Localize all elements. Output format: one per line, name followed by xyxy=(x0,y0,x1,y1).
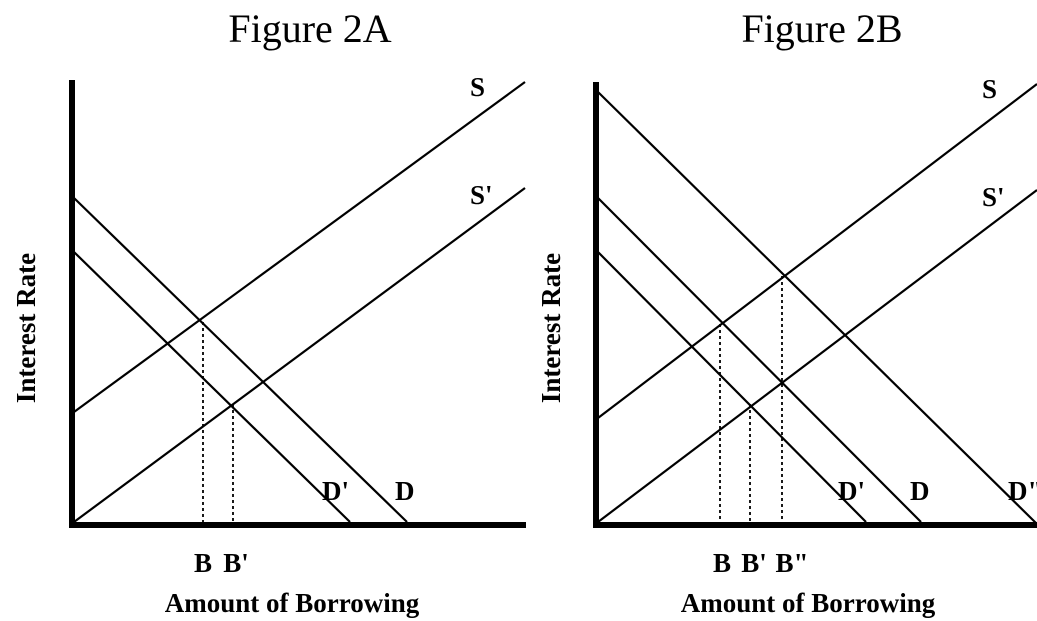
figure-2b-supply-line xyxy=(597,83,1037,419)
figure-2b-tick-b: B xyxy=(713,548,731,578)
figure-2b-tick-b-double-prime: B" xyxy=(776,548,809,578)
figure-2b-label-s-prime: S' xyxy=(982,182,1005,212)
figure-2a-tick-b: B xyxy=(194,548,212,578)
figure-2b-demand-shifted-line xyxy=(597,251,867,523)
figure-2a-demand-line xyxy=(73,197,408,523)
figure-2a-label-s-prime: S' xyxy=(470,180,493,210)
figure-2a-tick-b-prime: B' xyxy=(223,548,249,578)
figure-2b-x-axis-title: Amount of Borrowing xyxy=(681,588,936,618)
figure-2b-demand-shifted-2-line xyxy=(597,91,1037,525)
figure-2b-title: Figure 2B xyxy=(741,6,902,51)
figure-2a-supply-line xyxy=(73,81,526,413)
figure-2b-label-d-double-prime: D" xyxy=(1008,476,1037,506)
figure-2a: Figure 2A S S' D' D B B' Amount of Borro… xyxy=(11,6,526,618)
figure-2a-y-axis-title: Interest Rate xyxy=(11,253,41,403)
figure-2b-label-d-prime: D' xyxy=(838,476,865,506)
figure-2a-label-d: D xyxy=(395,476,415,506)
figure-2b-y-axis-title: Interest Rate xyxy=(536,253,566,403)
figure-2b-tick-b-prime: B' xyxy=(741,548,767,578)
figure-2b-label-d: D xyxy=(910,476,930,506)
figure-2b-demand-line xyxy=(597,197,922,523)
figure-2a-title: Figure 2A xyxy=(228,6,391,51)
figure-2a-label-d-prime: D' xyxy=(322,476,349,506)
figure-2b: Figure 2B S S' D' D D" B B' B" Amount of… xyxy=(536,6,1037,618)
figure-2a-label-s: S xyxy=(470,72,485,102)
figure-2a-x-axis-title: Amount of Borrowing xyxy=(165,588,420,618)
figure-2b-label-s: S xyxy=(982,74,997,104)
figure-2a-supply-shifted-line xyxy=(73,187,526,523)
figure-2a-demand-shifted-line xyxy=(73,251,351,523)
figure-2b-supply-shifted-line xyxy=(597,189,1037,523)
